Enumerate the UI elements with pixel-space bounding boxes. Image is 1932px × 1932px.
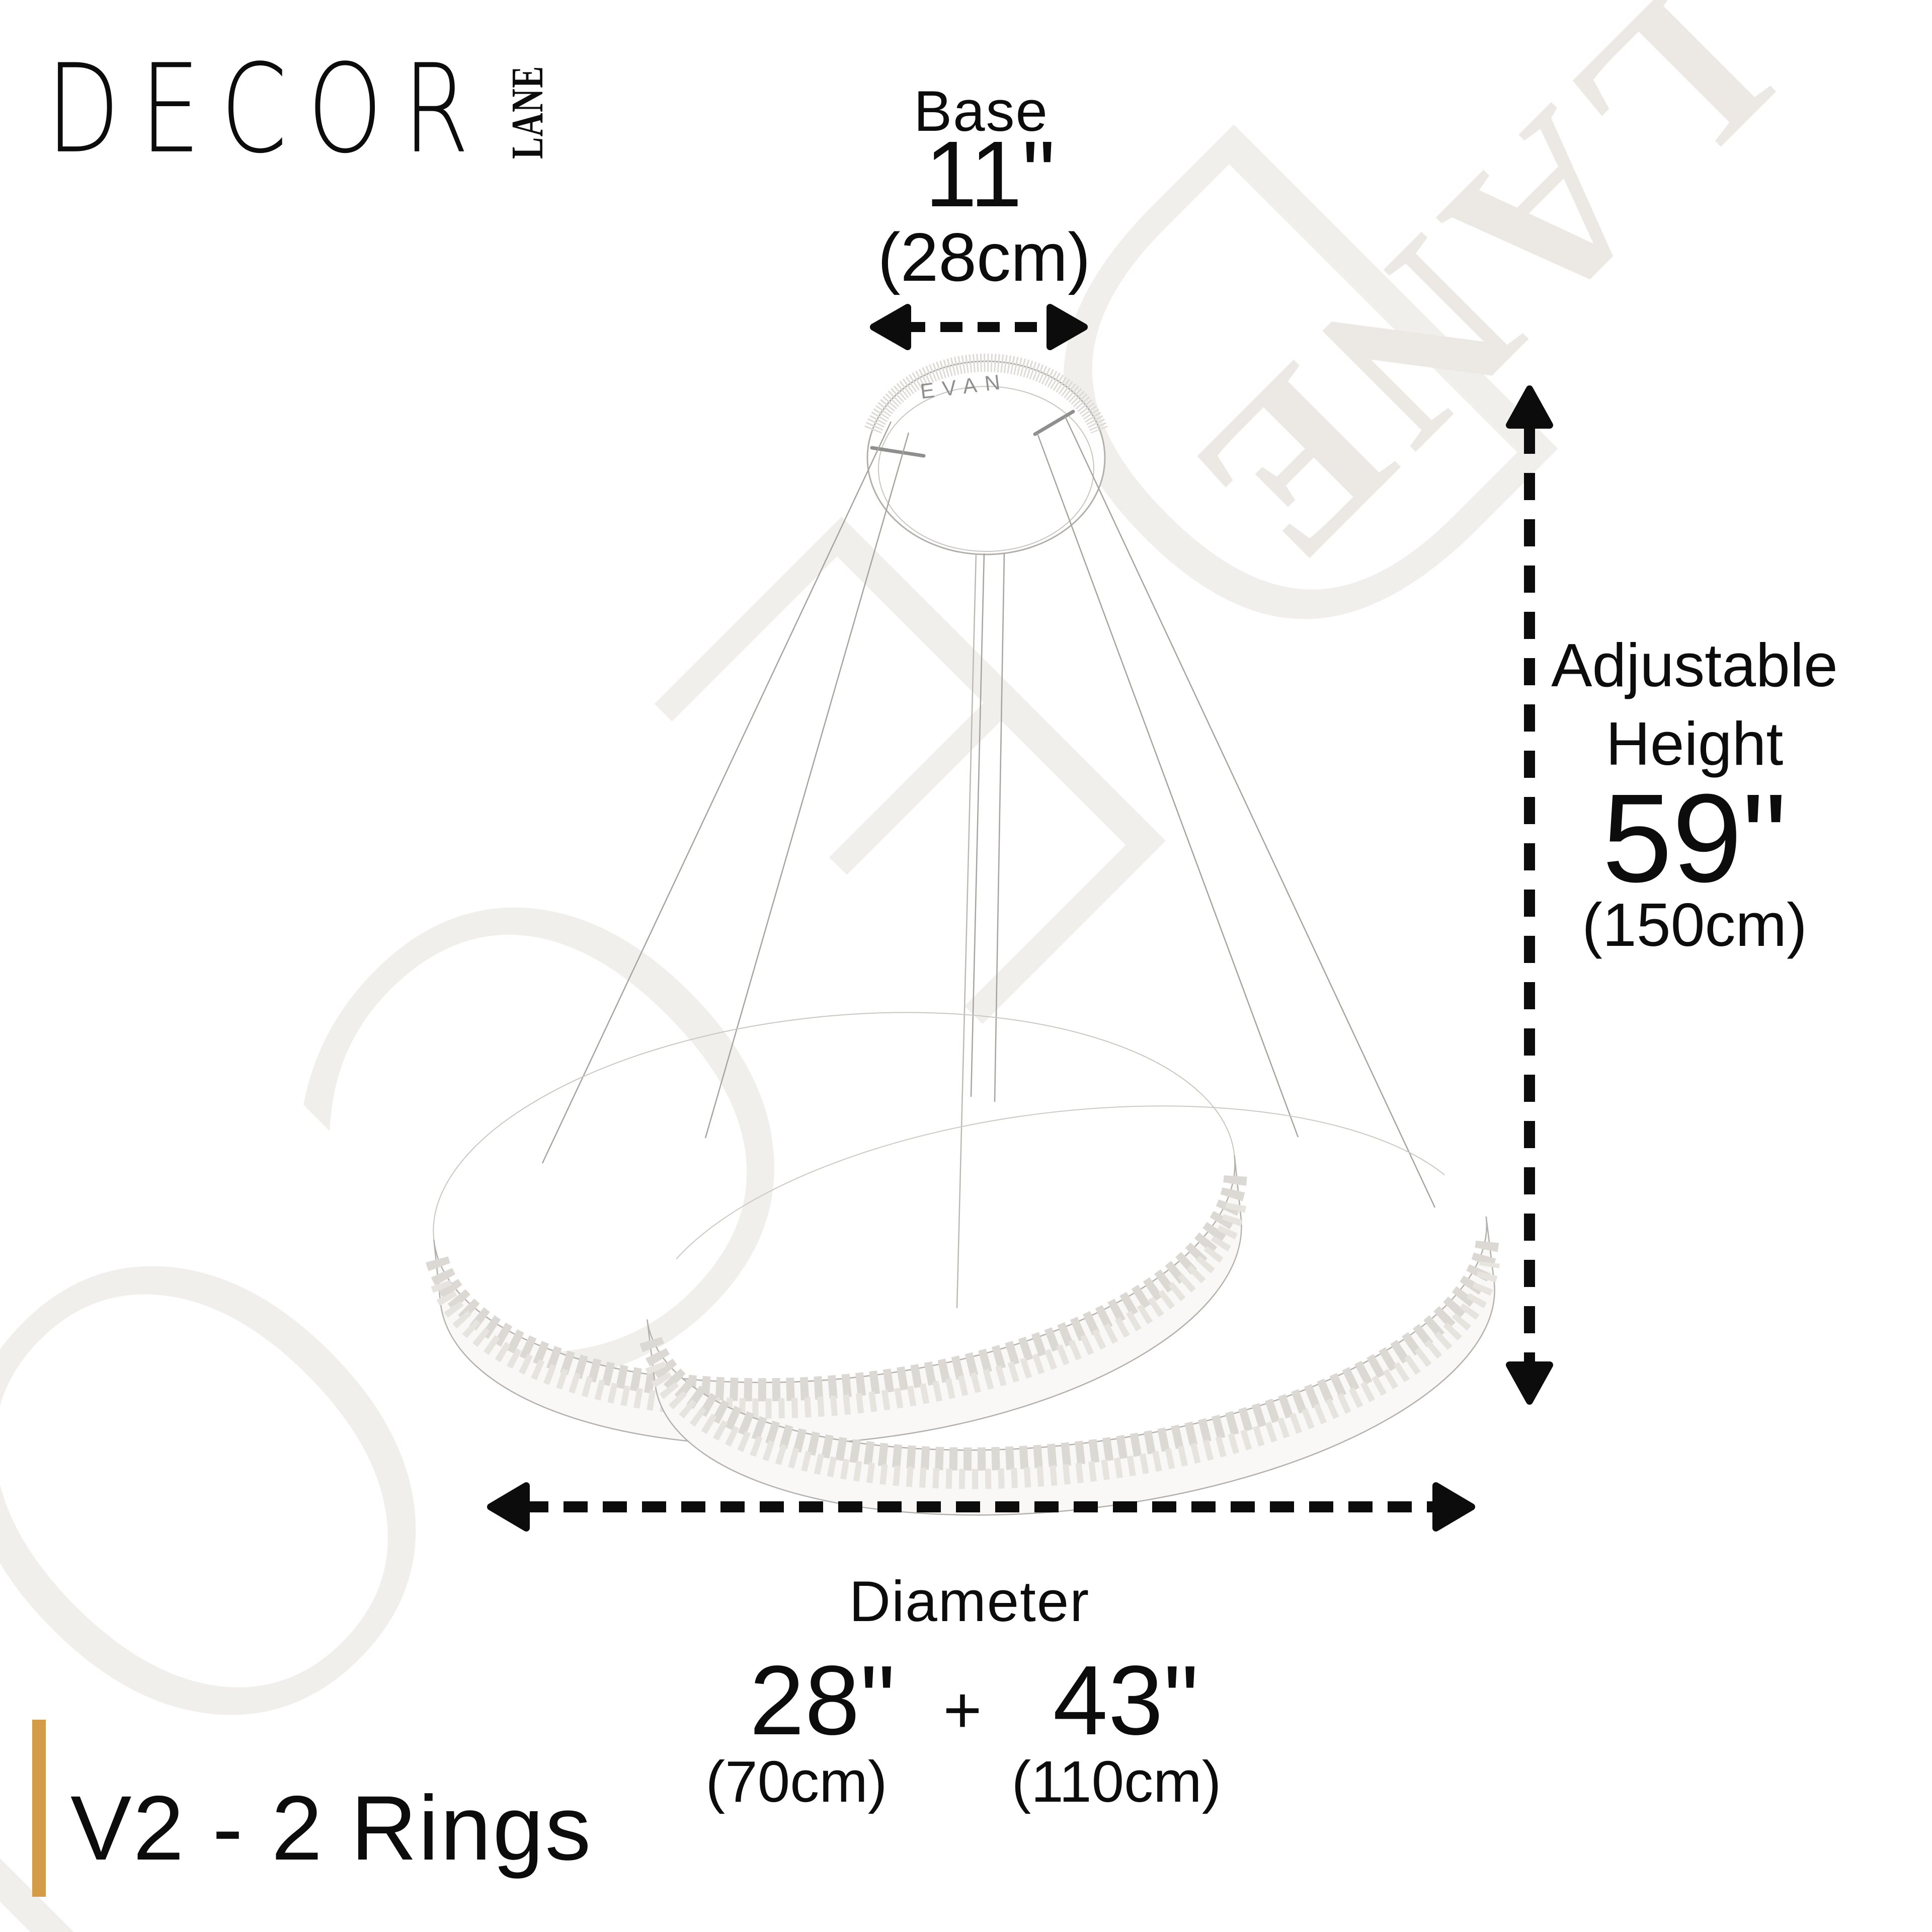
diameter-plus-sign: + bbox=[943, 1673, 982, 1747]
ring-large bbox=[639, 1105, 1500, 1516]
diameter-large-inches: 43" bbox=[1053, 1645, 1199, 1755]
height-label-line2: Height bbox=[1605, 709, 1784, 778]
diameter-large-cm: (110cm) bbox=[1011, 1749, 1222, 1814]
base-width-arrow bbox=[870, 304, 1088, 350]
diameter-arrow bbox=[487, 1482, 1475, 1532]
diameter-small-inches: 28" bbox=[749, 1645, 896, 1755]
height-value-cm: (150cm) bbox=[1582, 891, 1807, 959]
variant-accent-bar bbox=[32, 1720, 46, 1897]
suspension-cables bbox=[541, 416, 1436, 1309]
base-label: Base bbox=[914, 79, 1049, 143]
height-arrow bbox=[1506, 385, 1553, 1405]
diameter-label: Diameter bbox=[849, 1570, 1090, 1634]
diameter-small-cm: (70cm) bbox=[705, 1749, 888, 1814]
brand-logo-lane: LANE bbox=[503, 65, 552, 159]
base-value-cm: (28cm) bbox=[877, 219, 1091, 295]
base-value-inches: 11" bbox=[925, 122, 1056, 226]
canopy: EVAN bbox=[864, 354, 1108, 555]
accent-bar-rect bbox=[32, 1720, 46, 1897]
ring-small bbox=[426, 1012, 1247, 1446]
variant-name: V2 - 2 Rings bbox=[70, 1777, 593, 1879]
brand-logo-decor: DECOR bbox=[46, 38, 490, 181]
height-value-inches: 59" bbox=[1602, 768, 1787, 908]
height-label-line1: Adjustable bbox=[1551, 631, 1838, 699]
